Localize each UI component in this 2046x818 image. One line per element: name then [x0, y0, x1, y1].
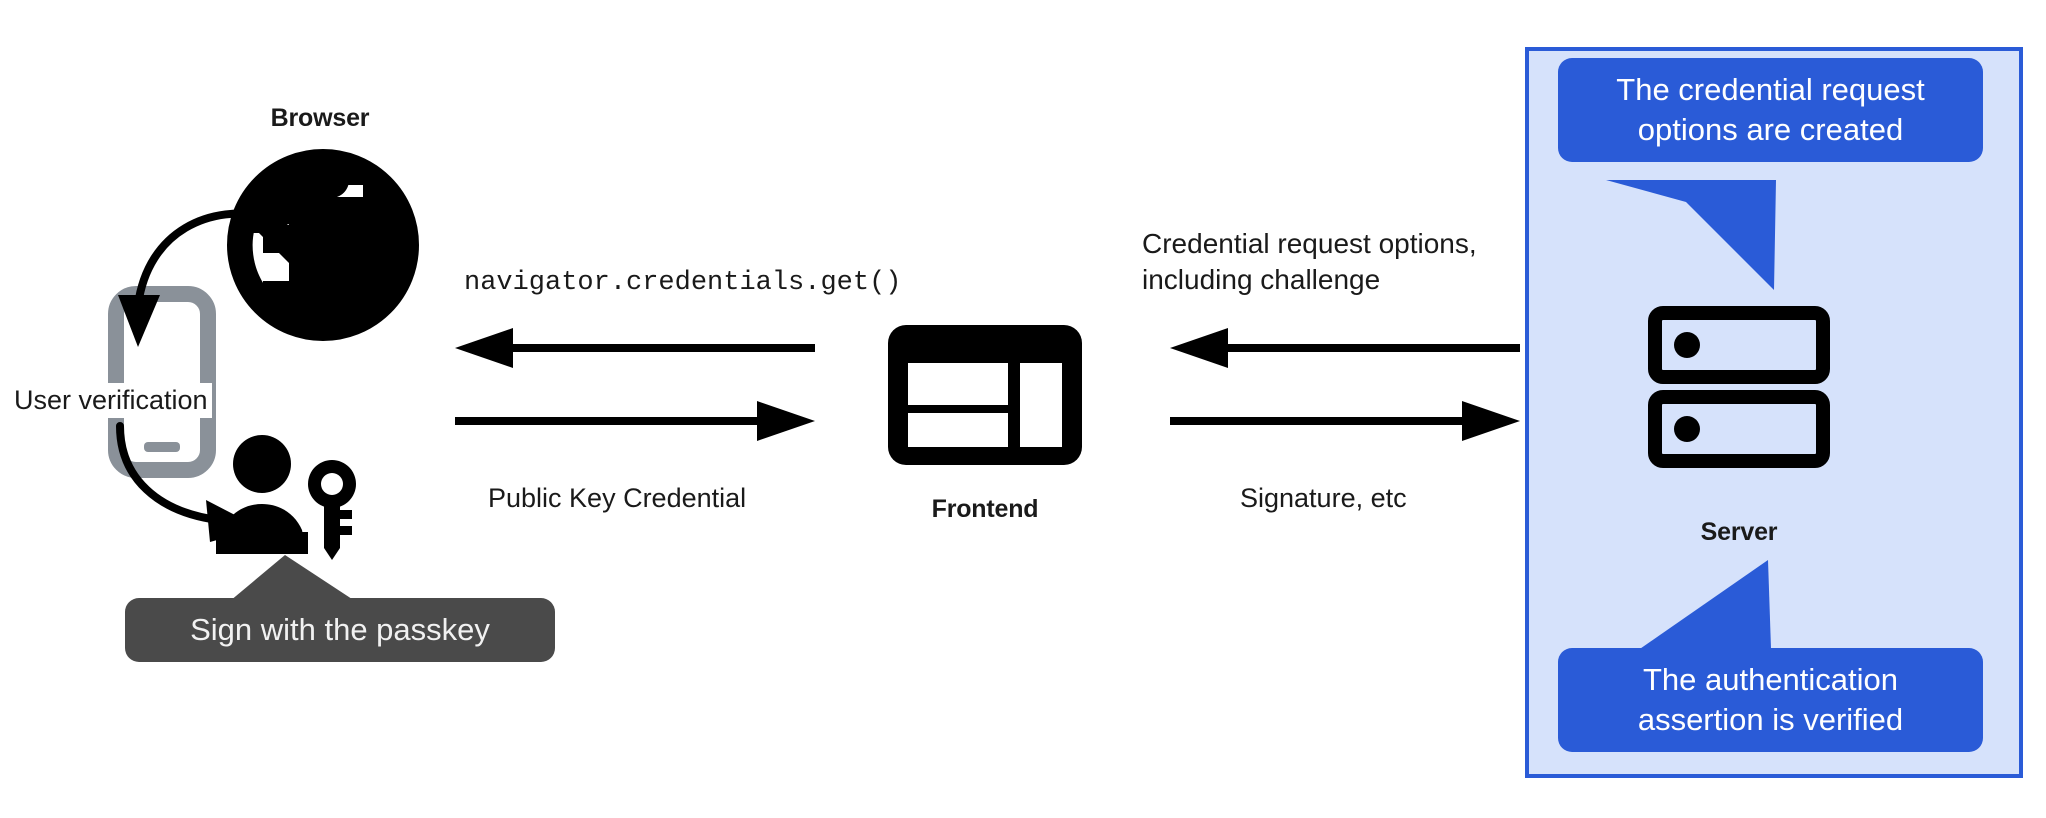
credential-request-options-label: Credential request options, including cha…: [1142, 226, 1522, 298]
options-created-callout-tail: [1566, 180, 1796, 295]
signature-etc-label: Signature, etc: [1240, 483, 1407, 513]
server-icon: [1648, 306, 1830, 468]
credential-request-options-line2: including challenge: [1142, 263, 1381, 295]
sign-passkey-text: Sign with the passkey: [190, 611, 490, 647]
arrow-browser-to-frontend: [455, 401, 815, 441]
frontend-label: Frontend: [931, 495, 1039, 523]
user-verification-label: User verification: [10, 383, 212, 418]
options-created-line2: options are created: [1637, 112, 1904, 147]
browser-label: Browser: [270, 104, 370, 132]
assertion-verified-line1: The authentication: [1642, 661, 1899, 697]
globe-icon: [223, 145, 423, 345]
assertion-verified-line2: assertion is verified: [1637, 702, 1904, 737]
browser-to-phone-arrow: [90, 195, 280, 395]
credential-request-options-line1: Credential request options,: [1142, 228, 1477, 259]
assertion-verified-callout: The authentication assertion is verified: [1558, 648, 1983, 752]
dashboard-icon: [888, 325, 1082, 465]
server-label: Server: [1700, 518, 1778, 546]
phone-icon: [108, 286, 216, 478]
sign-passkey-callout: Sign with the passkey: [125, 598, 555, 662]
navigator-get-label: navigator.credentials.get(): [464, 268, 902, 298]
options-created-callout: The credential request options are creat…: [1558, 58, 1983, 162]
arrow-frontend-to-server: [1170, 401, 1520, 441]
arrow-frontend-to-browser: [455, 328, 815, 368]
options-created-line1: The credential request: [1616, 71, 1925, 107]
person-with-key-icon: [210, 432, 370, 562]
sign-passkey-callout-tail: [230, 555, 360, 605]
arrow-server-to-frontend: [1170, 328, 1520, 368]
public-key-credential-label: Public Key Credential: [488, 483, 747, 513]
